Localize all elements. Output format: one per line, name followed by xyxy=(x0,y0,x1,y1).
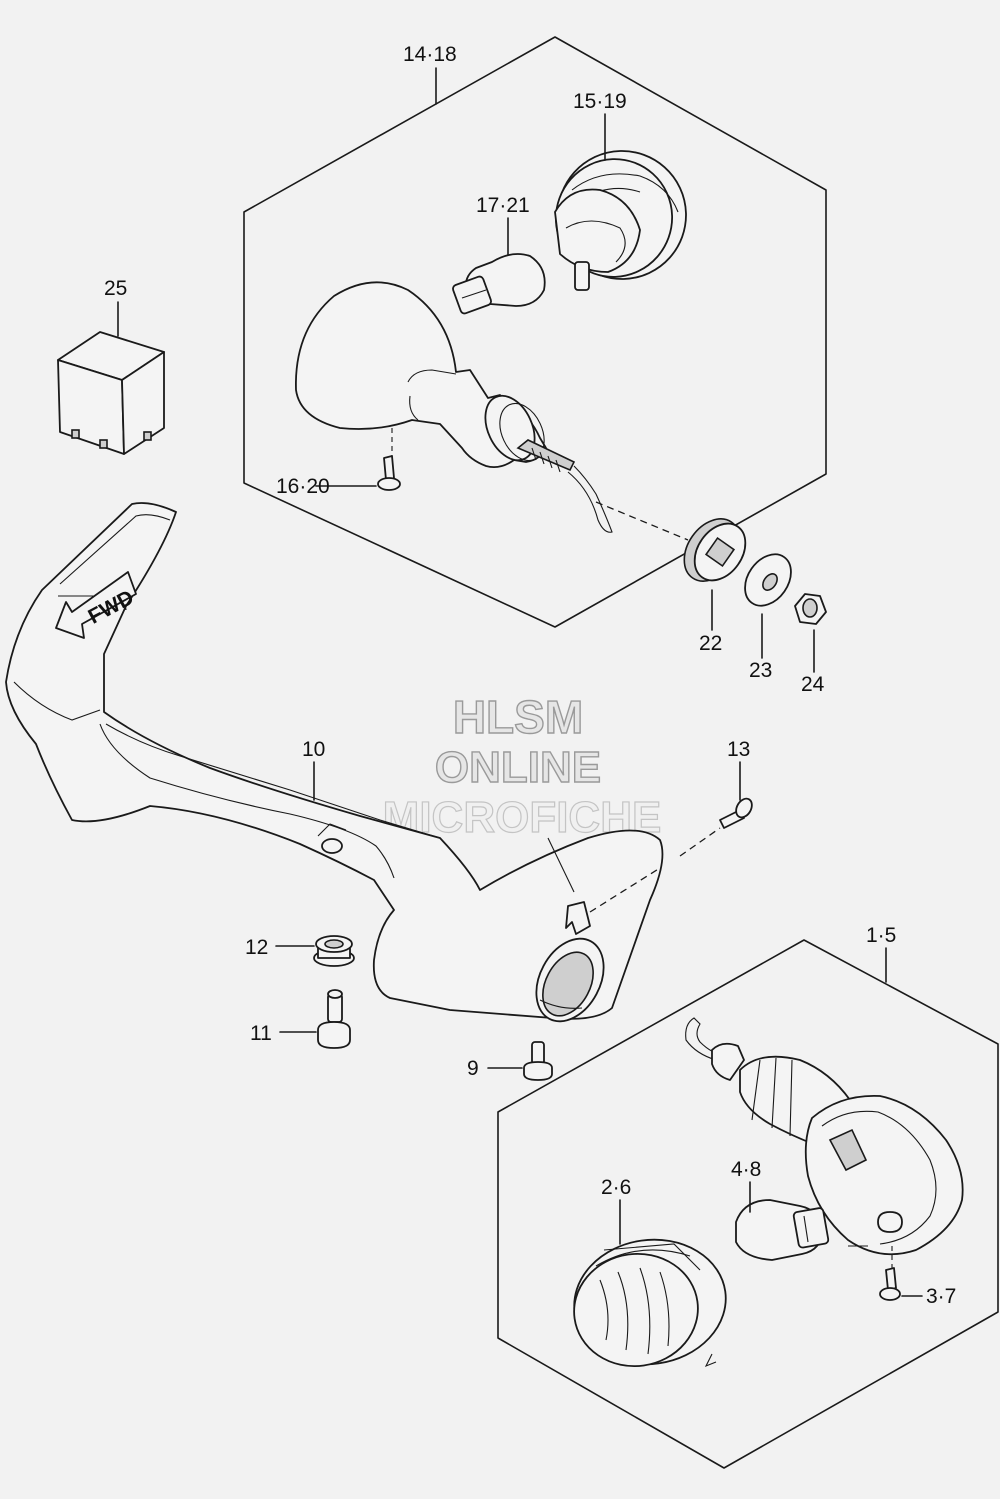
grommet-12 xyxy=(313,935,355,967)
lower-turn-signal-assembly xyxy=(497,939,999,1469)
label-2-6: 2·6 xyxy=(601,1176,631,1199)
lens-ring-upper xyxy=(554,150,687,291)
screw-lower xyxy=(879,1246,901,1301)
label-3-7: 3·7 xyxy=(926,1285,956,1308)
label-23: 23 xyxy=(749,659,772,682)
screw-13 xyxy=(719,797,753,829)
label-12: 12 xyxy=(245,936,268,959)
leader-lines xyxy=(117,67,923,1297)
label-10: 10 xyxy=(302,738,325,761)
label-25: 25 xyxy=(104,277,127,300)
bulb-upper xyxy=(452,253,546,315)
label-9: 9 xyxy=(467,1057,479,1080)
bulb-lower xyxy=(735,1199,830,1261)
washer-23 xyxy=(744,553,792,607)
upper-assembly-outline xyxy=(243,36,827,628)
label-24: 24 xyxy=(801,673,825,696)
washer-22 xyxy=(683,518,747,582)
screw-9 xyxy=(523,1041,553,1081)
label-15-19: 15·19 xyxy=(573,90,627,113)
relay xyxy=(57,331,165,455)
watermark-line3: MICROFICHE xyxy=(383,793,662,842)
connector-tick xyxy=(704,1353,717,1368)
label-16-20: 16·20 xyxy=(276,475,330,498)
housing-upper xyxy=(295,281,613,533)
lens-lower xyxy=(573,1238,727,1368)
housing-lower xyxy=(685,1017,964,1256)
label-11: 11 xyxy=(250,1022,272,1045)
bolt-11 xyxy=(317,989,351,1049)
nut-24 xyxy=(794,593,827,625)
bracket xyxy=(5,502,721,1023)
connector-line xyxy=(595,501,689,541)
watermark-line1: HLSM xyxy=(453,691,583,743)
label-22: 22 xyxy=(699,632,722,655)
label-1-5: 1·5 xyxy=(866,924,896,947)
callout-labels: 14·18 15·19 17·21 25 16·20 22 23 24 10 1… xyxy=(104,43,956,1308)
screw-upper xyxy=(377,428,401,491)
upper-turn-signal-assembly xyxy=(243,36,827,628)
lower-assembly-outline xyxy=(497,939,999,1469)
label-17-21: 17·21 xyxy=(476,194,530,217)
label-14-18: 14·18 xyxy=(403,43,457,66)
mounting-hardware xyxy=(683,518,827,625)
watermark: HLSM ONLINE MICROFICHE xyxy=(382,690,662,842)
label-4-8: 4·8 xyxy=(731,1158,761,1181)
watermark-line2: ONLINE xyxy=(435,743,601,792)
label-13: 13 xyxy=(727,738,750,761)
